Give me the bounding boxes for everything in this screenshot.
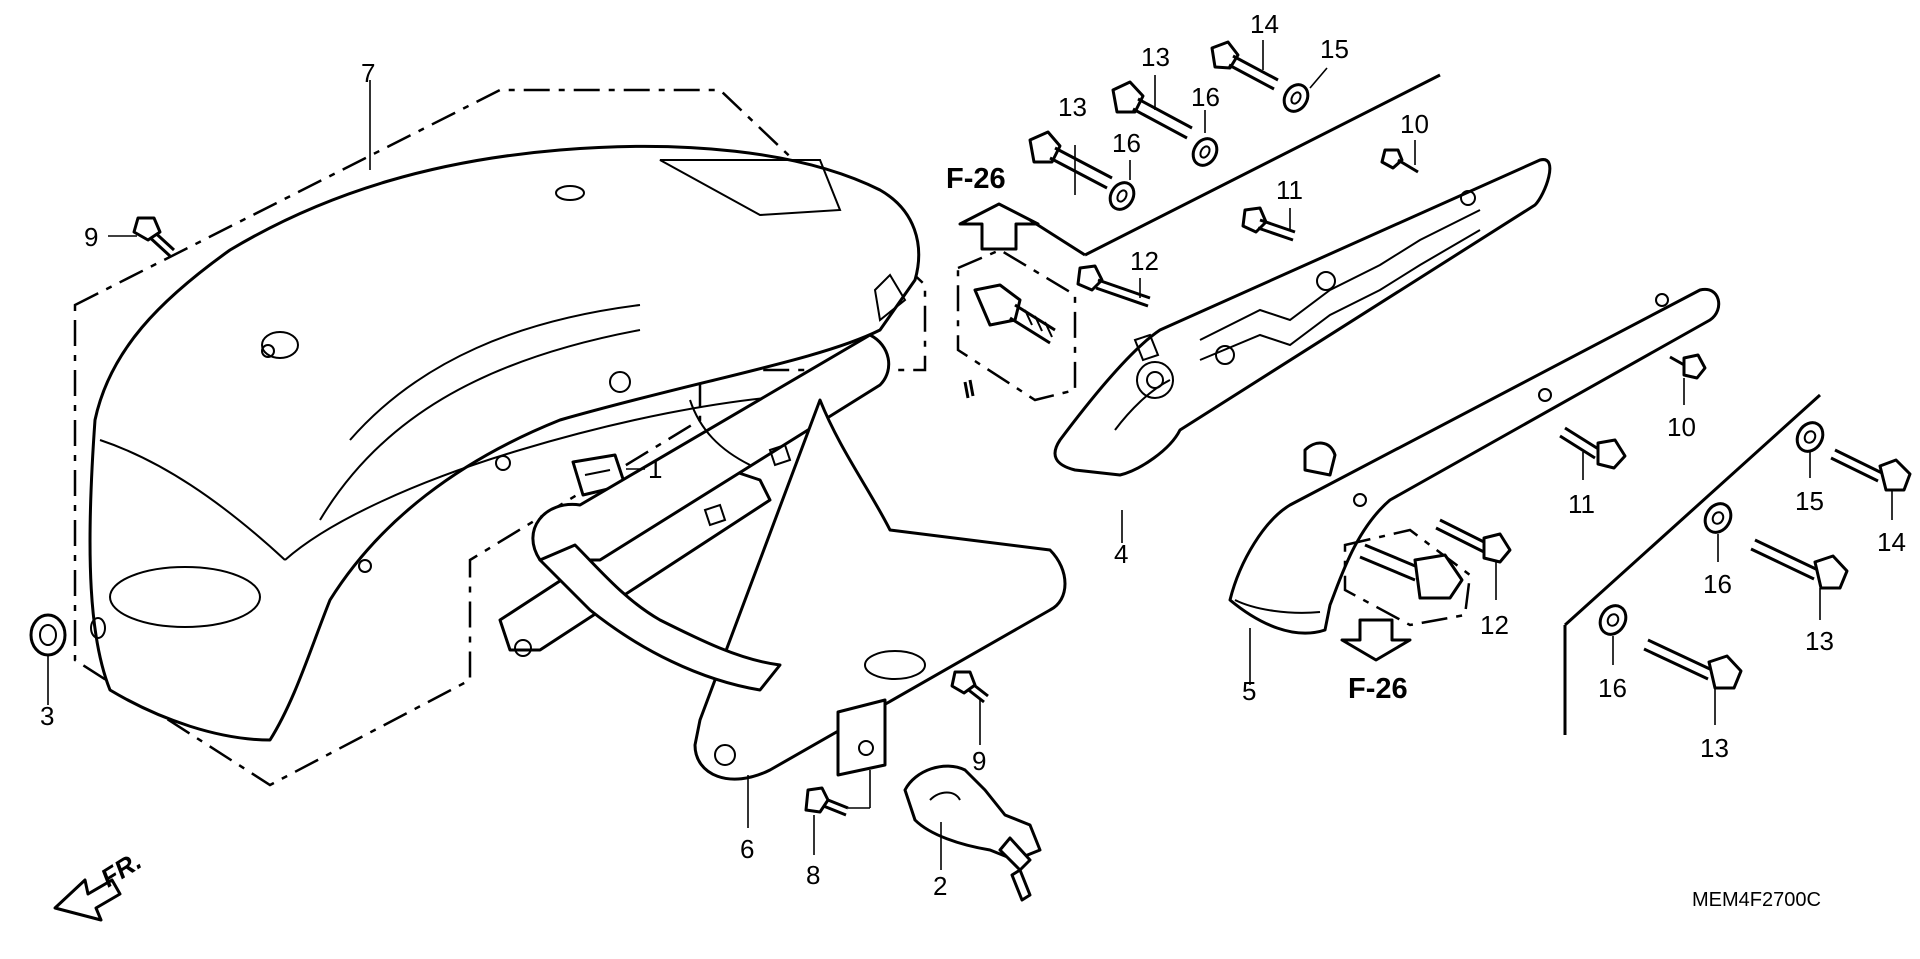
label-2: 2 xyxy=(933,871,947,901)
grommet xyxy=(29,613,67,657)
seat-frame-bracket xyxy=(498,333,1067,781)
diagram-code: MEM4F2700C xyxy=(1692,889,1821,911)
front-direction-marker: FR. xyxy=(53,845,147,922)
bolt-11-upper xyxy=(1241,206,1296,242)
bolt-13-upper-a xyxy=(1028,130,1113,190)
washer-16-upper-b xyxy=(1191,137,1219,167)
label-10-upper: 10 xyxy=(1400,109,1429,139)
label-16-right-a: 16 xyxy=(1703,569,1732,599)
separator-top xyxy=(1029,218,1086,257)
stud-assembly-upper xyxy=(956,248,1077,402)
label-10-right: 10 xyxy=(1667,412,1696,442)
label-13-upper-a: 13 xyxy=(1058,92,1087,122)
label-11-upper: 11 xyxy=(1276,175,1303,205)
label-13-right-a: 13 xyxy=(1805,626,1834,656)
label-16-upper-b: 16 xyxy=(1191,82,1220,112)
bolt-13-right-b xyxy=(1643,638,1743,690)
washer-15-right xyxy=(1795,421,1825,453)
ref-f26-bottom: F-26 xyxy=(1348,673,1408,705)
label-4: 4 xyxy=(1114,539,1128,569)
label-15-upper: 15 xyxy=(1320,34,1349,64)
ref-f26-top: F-26 xyxy=(946,163,1006,195)
grab-rail-left xyxy=(1053,158,1552,477)
label-11-right: 11 xyxy=(1568,489,1595,519)
bolt-13-right-a xyxy=(1750,538,1849,590)
label-12-right: 12 xyxy=(1480,610,1509,640)
label-8: 8 xyxy=(806,860,820,890)
leader-lines xyxy=(47,40,1893,870)
ref-arrow-down xyxy=(1340,618,1412,662)
bolt-14-right xyxy=(1830,448,1912,492)
bolt-9-lower xyxy=(950,670,989,704)
washer-16-right-a xyxy=(1703,502,1733,534)
ref-arrow-up xyxy=(958,202,1040,251)
cowl-group-outline xyxy=(73,88,927,787)
label-16-upper-a: 16 xyxy=(1112,128,1141,158)
label-14-upper: 14 xyxy=(1250,9,1279,39)
seat-lock xyxy=(903,764,1042,902)
label-1: 1 xyxy=(648,454,662,484)
washer-16-upper-a xyxy=(1108,181,1136,211)
rear-cowl xyxy=(88,144,921,742)
label-9-upper: 9 xyxy=(84,222,98,252)
label-6: 6 xyxy=(740,834,754,864)
label-3: 3 xyxy=(40,701,54,731)
bolt-13-upper-b xyxy=(1111,80,1193,140)
label-15-right: 15 xyxy=(1795,486,1824,516)
bolt-10-upper xyxy=(1380,148,1419,174)
bolt-12-right xyxy=(1435,518,1512,564)
label-13-right-b: 13 xyxy=(1700,733,1729,763)
bolt-10-right xyxy=(1669,353,1707,380)
label-16-right-b: 16 xyxy=(1598,673,1627,703)
bolt-14-upper xyxy=(1210,40,1279,91)
bolt-12-upper xyxy=(1076,264,1151,308)
label-14-right: 14 xyxy=(1877,527,1906,557)
label-12-upper: 12 xyxy=(1130,246,1159,276)
washer-15-upper xyxy=(1282,83,1310,113)
label-7: 7 xyxy=(361,58,375,88)
label-5: 5 xyxy=(1242,676,1256,706)
bolt-9-upper xyxy=(132,216,176,258)
washer-16-right-b xyxy=(1598,604,1628,636)
label-9-lower: 9 xyxy=(972,746,986,776)
label-13-upper-b: 13 xyxy=(1141,42,1170,72)
stud-assembly-lower xyxy=(1343,528,1472,627)
separator-right-diag xyxy=(1563,393,1822,627)
grab-rail-right xyxy=(1228,287,1721,635)
bolt-8 xyxy=(804,786,849,817)
separator-top-long xyxy=(1084,73,1441,257)
bolt-11-right xyxy=(1559,426,1627,470)
